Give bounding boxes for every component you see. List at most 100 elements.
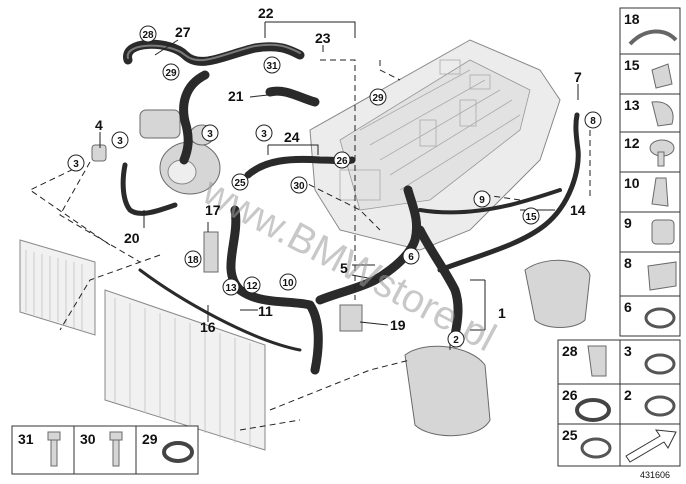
svg-text:30: 30: [293, 181, 305, 192]
circled-callouts: 28 29 31 29 3 3 3 3 26 25 30 8 9 15 18 6…: [67, 25, 602, 348]
circled-callout-13: 13: [222, 278, 240, 296]
callout-22: 22: [258, 5, 274, 21]
main-radiator: [104, 289, 266, 451]
part-cell-13: [619, 93, 681, 133]
callout-20: 20: [124, 230, 140, 246]
circled-callout-3: 3: [201, 124, 219, 142]
bracket-4: [91, 144, 107, 162]
circled-callout-29: 29: [369, 88, 387, 106]
part-label-3: 3: [624, 343, 632, 359]
hose-main-lower: [226, 185, 422, 375]
parts-panel-bottom: 31 30 29: [11, 425, 199, 475]
circled-callout-30: 30: [290, 176, 308, 194]
callout-23: 23: [315, 30, 331, 46]
hose-1: [415, 225, 463, 340]
bracket-17: [203, 231, 219, 273]
auxiliary-radiator: [19, 239, 96, 336]
circled-callout-18: 18: [184, 250, 202, 268]
svg-text:12: 12: [246, 281, 258, 292]
hose-21: [265, 86, 320, 107]
circled-callout-15: 15: [522, 207, 540, 225]
engine-block: [309, 39, 561, 251]
svg-text:29: 29: [165, 68, 177, 79]
part-label-29: 29: [142, 431, 158, 447]
hose-27: [123, 39, 305, 66]
hose-20: [120, 162, 178, 216]
callout-4: 4: [95, 117, 103, 133]
part-label-30: 30: [80, 431, 96, 447]
callout-11: 11: [258, 303, 273, 319]
circled-callout-10: 10: [279, 273, 297, 291]
part-label-6: 6: [624, 299, 632, 315]
circled-callout-12: 12: [243, 276, 261, 294]
part-cell-6: [619, 295, 681, 337]
bracket-19: [339, 304, 363, 332]
part-label-25: 25: [562, 427, 578, 443]
circled-callout-8: 8: [584, 111, 602, 129]
part-cell-10: [619, 171, 681, 213]
circled-callout-9: 9: [473, 190, 491, 208]
part-cell-30: [73, 425, 137, 475]
thermostat-housing: [404, 345, 491, 437]
circled-callout-2: 2: [447, 330, 465, 348]
svg-text:29: 29: [372, 93, 384, 104]
diagram-number: 431606: [640, 470, 670, 480]
svg-text:31: 31: [266, 61, 278, 72]
callout-21: 21: [228, 88, 244, 104]
plain-callouts: 22 27 23 21 24 4 7 14 17 20 5 11 16 19 1: [95, 5, 586, 335]
svg-text:3: 3: [207, 129, 213, 140]
callout-19: 19: [390, 317, 406, 333]
part-label-2: 2: [624, 387, 632, 403]
callout-24: 24: [284, 129, 300, 145]
circled-callout-6: 6: [402, 247, 420, 265]
pipe-16: [138, 268, 302, 352]
svg-text:6: 6: [408, 252, 414, 263]
callout-7: 7: [574, 69, 582, 85]
part-label-8: 8: [624, 255, 632, 271]
part-cell-3: [619, 339, 681, 385]
part-label-26: 26: [562, 387, 578, 403]
callout-1: 1: [498, 305, 506, 321]
circled-callout-31: 31: [263, 56, 281, 74]
callout-14: 14: [570, 202, 586, 218]
svg-text:25: 25: [234, 178, 246, 189]
circled-callout-29: 29: [162, 63, 180, 81]
callout-16: 16: [200, 319, 216, 335]
circled-callout-3: 3: [67, 154, 85, 172]
svg-text:18: 18: [187, 255, 199, 266]
svg-text:28: 28: [142, 30, 154, 41]
circled-callout-26: 26: [333, 151, 351, 169]
parts-panel-right: 18 15 13 12 10 9 8 6: [619, 7, 681, 337]
part-cell-2: [619, 383, 681, 425]
callout-27: 27: [175, 24, 191, 40]
water-pump: [139, 109, 221, 195]
hose-14: [418, 112, 581, 273]
part-label-18: 18: [624, 11, 640, 27]
part-label-28: 28: [562, 343, 578, 359]
part-label-9: 9: [624, 215, 632, 231]
part-label-12: 12: [624, 135, 640, 151]
circled-callout-3: 3: [111, 131, 129, 149]
svg-text:26: 26: [336, 156, 348, 167]
parts-panel-pairs: 28 3 26 2 25: [557, 339, 681, 467]
part-cell-29: [135, 425, 199, 475]
svg-text:15: 15: [525, 212, 537, 223]
svg-text:3: 3: [73, 159, 79, 170]
svg-text:8: 8: [590, 116, 596, 127]
circled-callout-3: 3: [255, 124, 273, 142]
part-label-15: 15: [624, 57, 640, 73]
part-label-10: 10: [624, 175, 640, 191]
svg-text:10: 10: [282, 278, 294, 289]
circled-callout-28: 28: [139, 25, 157, 43]
part-label-31: 31: [18, 431, 34, 447]
dashed-leaders: [29, 59, 591, 431]
direction-arrow-icon: [625, 429, 677, 463]
callout-17: 17: [205, 202, 221, 218]
svg-text:9: 9: [479, 195, 485, 206]
circled-callout-25: 25: [231, 173, 249, 191]
svg-text:3: 3: [261, 129, 267, 140]
part-label-13: 13: [624, 97, 640, 113]
svg-text:13: 13: [225, 283, 237, 294]
expansion-tank: [524, 259, 591, 328]
